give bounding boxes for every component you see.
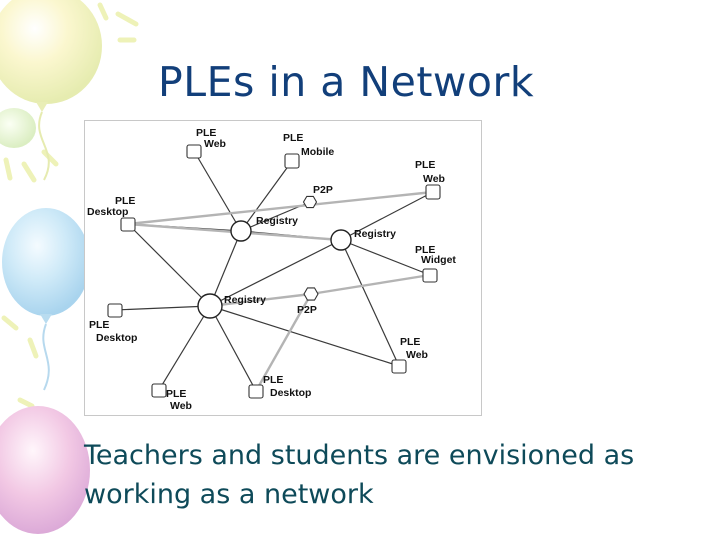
node-p2p2: P2P — [297, 287, 319, 316]
edge-p2p2-reg3 — [209, 292, 312, 308]
p2p-label: P2P — [297, 304, 317, 316]
p2p-node-hexagon — [302, 195, 318, 209]
node-reg3: Registry — [197, 293, 266, 319]
ple-node-box — [425, 184, 441, 200]
ple-label: PLE — [415, 159, 435, 171]
ple-type-label: Desktop — [270, 387, 311, 399]
registry-node-circle — [197, 293, 223, 319]
registry-label: Registry — [354, 228, 396, 240]
edge-reg3-deskBottomLeft — [114, 305, 211, 311]
ple-label: PLE — [196, 127, 216, 139]
ple-type-label: Web — [406, 349, 428, 361]
edge-p2p2-widget — [310, 273, 431, 296]
p2p-label: P2P — [313, 184, 333, 196]
edge-reg3-deskBottom — [209, 305, 257, 392]
edge-reg3-reg2 — [209, 239, 342, 307]
ple-label: PLE — [263, 374, 283, 386]
ple-node-box — [248, 384, 264, 399]
registry-label: Registry — [256, 215, 298, 227]
edge-reg3-deskLeft — [127, 223, 211, 307]
node-reg1: Registry — [230, 215, 298, 242]
node-p2p1: P2P — [302, 184, 333, 209]
edge-reg2-webRight — [340, 191, 434, 241]
edge-reg3-webBottom — [158, 305, 211, 391]
ple-label: PLE — [415, 244, 435, 256]
edge-p2p2-deskBottom — [254, 293, 313, 392]
ple-label: PLE — [166, 388, 186, 400]
ple-type-label: Desktop — [96, 332, 137, 344]
edge-webTop-reg1 — [193, 150, 242, 232]
ple-node-box — [107, 303, 123, 318]
node-reg2: Registry — [330, 228, 396, 251]
ple-label: PLE — [89, 319, 109, 331]
ple-node-box — [120, 217, 136, 232]
ple-node-box — [391, 359, 407, 374]
network-edges — [114, 150, 434, 392]
ple-type-label: Desktop — [87, 206, 128, 218]
edge-deskLeft-webRight — [127, 190, 434, 226]
node-webRight: PLE Web — [415, 159, 445, 200]
node-mobile: PLE Mobile — [283, 132, 334, 169]
registry-node-circle — [330, 229, 352, 251]
ple-node-box — [284, 153, 300, 169]
ple-type-label: Web — [423, 173, 445, 185]
edge-reg3-webBottomRight — [209, 305, 400, 367]
registry-node-circle — [230, 220, 252, 242]
edge-reg1-reg3 — [209, 230, 242, 307]
ple-label: PLE — [400, 336, 420, 348]
diagram-frame — [84, 120, 482, 416]
ple-node-box — [186, 144, 202, 159]
slide-title: PLEs in a Network — [158, 58, 535, 106]
ple-node-box — [151, 383, 167, 398]
edge-mobile-reg1 — [240, 160, 293, 232]
ple-label: PLE — [283, 132, 303, 144]
ple-type-label: Widget — [421, 254, 456, 266]
slide-caption: Teachers and students are envisioned as … — [84, 440, 635, 510]
ple-type-label: Mobile — [301, 146, 334, 158]
ple-label: PLE — [115, 195, 135, 207]
edge-reg2-widget — [340, 239, 431, 276]
edge-reg2-webBottomRight — [340, 239, 400, 367]
p2p-node-hexagon — [303, 287, 319, 301]
registry-label: Registry — [224, 294, 266, 306]
ple-type-label: Web — [204, 138, 226, 150]
ple-node-box — [422, 268, 438, 283]
ple-type-label: Web — [170, 400, 192, 412]
